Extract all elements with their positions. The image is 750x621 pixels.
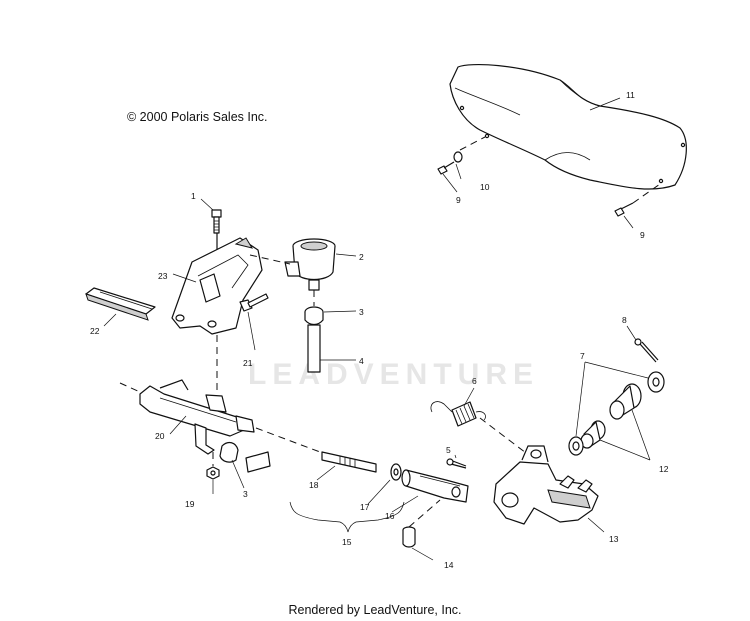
callout-numbers: 1 2 3 3 4 5 6 7 8 9 9 10 11 12 13 14 15 …: [90, 90, 669, 570]
callout-12: 12: [659, 464, 669, 474]
callout-19: 19: [185, 499, 195, 509]
part-16-clevis: [401, 469, 469, 503]
part-17-nut: [390, 463, 402, 481]
callout-5: 5: [446, 445, 451, 455]
part-14-pin: [402, 526, 416, 548]
callout-23: 23: [158, 271, 168, 281]
callout-3-lower: 3: [243, 489, 248, 499]
part-3-clamp-upper: [304, 306, 324, 326]
part-19-nut: [206, 466, 220, 480]
part-3-clamp-lower: [219, 441, 239, 463]
callout-1: 1: [191, 191, 196, 201]
callout-15: 15: [342, 537, 352, 547]
callout-4: 4: [359, 356, 364, 366]
hose-lower: [245, 451, 271, 473]
callout-13: 13: [609, 534, 619, 544]
callout-3-upper: 3: [359, 307, 364, 317]
part-13-brake-pedal: [493, 445, 599, 525]
part-2-reservoir: [284, 238, 336, 291]
callout-11: 11: [626, 90, 635, 100]
callout-2: 2: [359, 252, 364, 262]
callout-16: 16: [385, 511, 395, 521]
part-22-strap: [85, 287, 156, 321]
callout-6: 6: [472, 376, 477, 386]
part-1-bolt: [211, 209, 222, 234]
part-4-hose: [307, 324, 321, 373]
part-9-screw-left: [437, 161, 455, 175]
callout-7: 7: [580, 351, 585, 361]
part-8-cotter-pin: [634, 338, 659, 363]
part-21-screw: [239, 293, 269, 312]
watermark-logo: LEADVENTURE: [248, 358, 540, 391]
callout-14: 14: [444, 560, 454, 570]
bracket-15: [289, 501, 405, 533]
part-12-bushing-small: [580, 420, 606, 449]
part-9-screw-right: [614, 202, 634, 217]
part-10-washer: [453, 151, 463, 163]
callout-21: 21: [243, 358, 253, 368]
part-12-bushing-large: [609, 383, 642, 420]
part-11-cover: [449, 64, 687, 190]
copyright-text: © 2000 Polaris Sales Inc.: [127, 110, 268, 124]
callout-9-left: 9: [456, 195, 461, 205]
part-7-washer-right: [647, 371, 665, 393]
part-20-master-cylinder: [139, 379, 255, 455]
footer-text: Rendered by LeadVenture, Inc.: [288, 603, 462, 617]
callout-22: 22: [90, 326, 100, 336]
part-23-bracket: [171, 237, 263, 335]
leader-lines: [103, 97, 651, 561]
callout-18: 18: [309, 480, 319, 490]
callout-8: 8: [622, 315, 627, 325]
part-18-pushrod: [321, 451, 377, 473]
callout-10: 10: [480, 182, 490, 192]
part-5-cotter-pin: [446, 458, 467, 469]
part-6-spring: [430, 401, 486, 427]
part-7-washer-left: [568, 436, 584, 456]
callout-20: 20: [155, 431, 165, 441]
callout-17: 17: [360, 502, 370, 512]
callout-9-right: 9: [640, 230, 645, 240]
